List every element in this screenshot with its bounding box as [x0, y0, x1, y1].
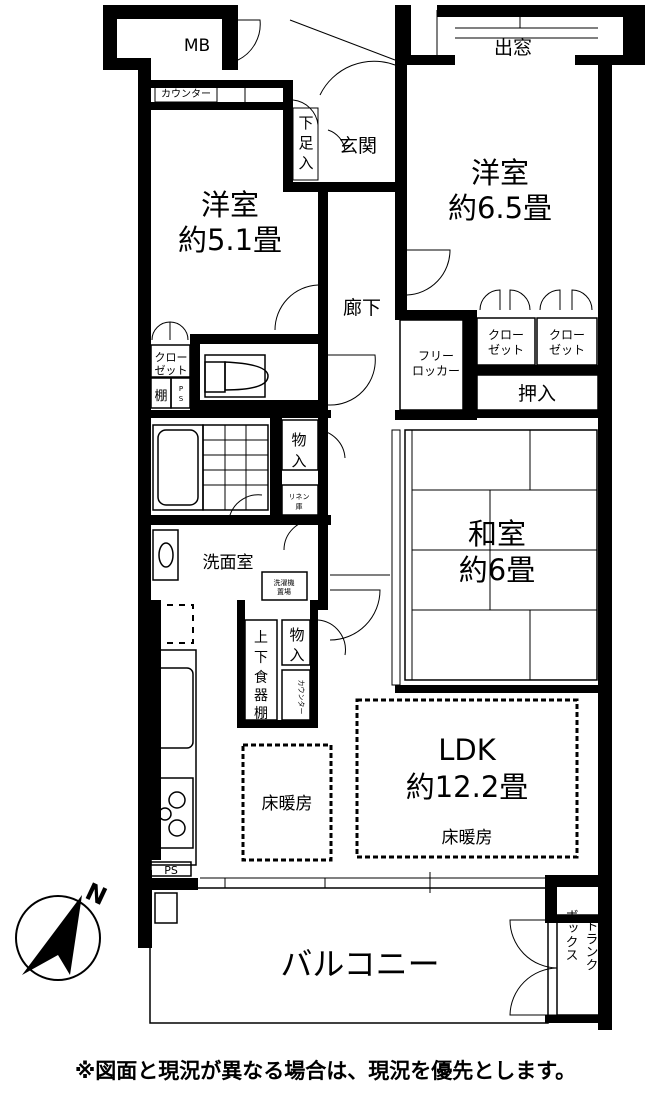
- shokkidana-label-5: 棚: [254, 706, 268, 722]
- trunk-box-label-1: トランク: [583, 919, 598, 971]
- closet-b1-label-2: ゼット: [488, 343, 524, 357]
- youshitsu-a-size: 約5.1畳: [178, 223, 282, 257]
- interior-lines: [149, 10, 603, 1024]
- getabako-label-1: 下: [298, 114, 313, 132]
- washer-label-1: 洗濯機: [274, 578, 295, 587]
- closet-small-label-2: ゼット: [155, 364, 188, 377]
- tana-label: 棚: [154, 389, 167, 404]
- room-labels: MB 出窓 カウンター 玄関 下 足 入 洋室 約5.1畳 洋室 約6.5畳 廊…: [154, 36, 597, 983]
- counter-top-label: カウンター: [161, 88, 211, 100]
- oshiire-label: 押入: [518, 383, 556, 405]
- shokkidana-label-1: 上: [254, 630, 268, 646]
- senmenshitsu-label: 洗面室: [203, 553, 254, 573]
- shokkidana-label-4: 器: [254, 688, 268, 704]
- closet-b2-label-2: ゼット: [549, 343, 585, 357]
- free-locker-label-2: ロッカー: [412, 364, 460, 378]
- demado-label: 出窓: [494, 37, 532, 59]
- floor-heating-2-label: 床暖房: [442, 828, 493, 848]
- getabako-label-2: 足: [298, 134, 313, 152]
- linen-label-1: リネン: [289, 493, 310, 501]
- monoire-2-label-2: 入: [289, 646, 304, 664]
- genkan-label: 玄関: [339, 135, 377, 157]
- north-arrow: N: [15, 877, 111, 981]
- ps-small-label-2: S: [179, 395, 184, 403]
- washitsu-name: 和室: [468, 517, 526, 551]
- youshitsu-b-name: 洋室: [471, 156, 529, 190]
- shokkidana-label-3: 食: [254, 669, 268, 686]
- shokkidana-label-2: 下: [254, 650, 268, 666]
- floor-heating-1-label: 床暖房: [262, 794, 313, 814]
- linen-label-2: 庫: [296, 502, 303, 511]
- mb-label: MB: [184, 36, 210, 56]
- closet-b2-label-1: クロー: [549, 328, 585, 342]
- closet-b1-label-1: クロー: [488, 328, 524, 342]
- ps-bottom-label: PS: [164, 864, 178, 877]
- ps-small-label-1: P: [179, 385, 183, 393]
- monoire-1-label-2: 入: [291, 452, 306, 470]
- washitsu-size: 約6畳: [459, 553, 535, 587]
- getabako-label-3: 入: [298, 154, 313, 172]
- balcony-label: バルコニー: [280, 945, 439, 983]
- trunk-box-label-2: ボックス: [563, 909, 578, 961]
- door-swings: [151, 19, 593, 1016]
- monoire-2-label-1: 物: [289, 626, 304, 644]
- monoire-1-label-1: 物: [291, 431, 306, 449]
- closet-small-label-1: クロー: [155, 351, 188, 364]
- ldk-size: 約12.2畳: [406, 770, 529, 804]
- washer-label-2: 置場: [277, 587, 291, 596]
- free-locker-label-1: フリー: [418, 349, 454, 363]
- ldk-name: LDK: [438, 733, 496, 767]
- youshitsu-a-name: 洋室: [201, 188, 259, 222]
- rouka-label: 廊下: [343, 297, 381, 319]
- counter-kitchen-label: カウンター: [297, 680, 306, 715]
- north-arrow-icon: [22, 895, 82, 975]
- youshitsu-b-size: 約6.5畳: [448, 191, 552, 225]
- disclaimer-note: ※図面と現況が異なる場合は、現況を優先とします。: [74, 1059, 577, 1083]
- exterior-walls: [103, 5, 645, 1030]
